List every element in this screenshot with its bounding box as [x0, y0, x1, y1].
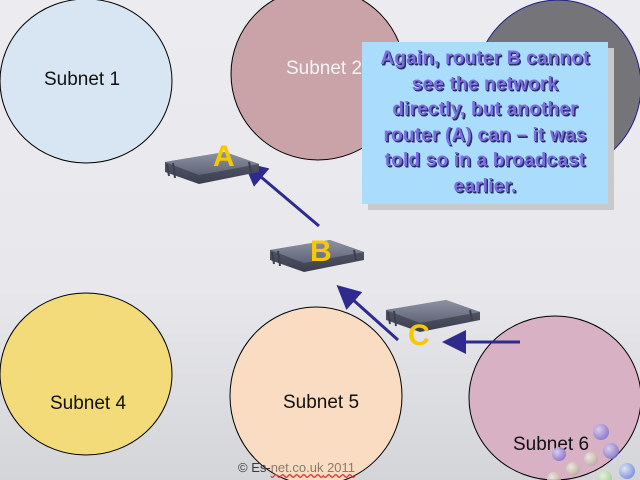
callout-line: router (A) can – it was	[383, 124, 587, 146]
callout-text: Again, router B cannot see the network d…	[362, 42, 608, 199]
arrow-c-to-b	[336, 284, 400, 342]
copyright-year: 2011	[323, 460, 356, 475]
bubble-icon	[619, 463, 635, 479]
bubble-icon	[552, 447, 566, 461]
bubble-icon	[598, 471, 612, 480]
router-icon	[386, 300, 480, 332]
router-a: A	[165, 140, 259, 184]
router-icon	[165, 152, 259, 184]
subnet-1: Subnet 1	[0, 0, 173, 164]
subnet-1-circle	[0, 0, 173, 164]
router-a-label: A	[213, 140, 235, 173]
router-b-label: B	[310, 235, 332, 268]
subnet-5: Subnet 5	[229, 306, 403, 480]
subnet-1-label: Subnet 1	[44, 69, 120, 90]
callout-box: Again, router B cannot see the network d…	[362, 42, 608, 204]
subnet-6-label: Subnet 6	[513, 434, 589, 455]
copyright-domain: net.co.uk	[270, 460, 324, 475]
copyright-footer: © Es-net.co.uk 2011	[238, 460, 355, 475]
subnet-4-circle	[0, 292, 173, 456]
bubble-icon	[593, 424, 609, 440]
router-icon	[270, 240, 364, 272]
router-c-label: C	[408, 319, 430, 352]
router-b: B	[270, 235, 364, 272]
bubble-icon	[547, 472, 561, 480]
bubble-icon	[603, 443, 619, 459]
subnet-5-label: Subnet 5	[283, 392, 359, 413]
router-c: C	[386, 300, 480, 352]
subnet-4-label: Subnet 4	[50, 393, 126, 414]
subnet-2-label: Subnet 2	[286, 58, 362, 79]
callout-line: Again, router B cannot	[380, 48, 590, 69]
callout-line: earlier.	[453, 175, 517, 197]
decorative-bubbles	[547, 424, 635, 480]
bubble-icon	[584, 452, 598, 466]
arrow-b-to-a	[243, 162, 320, 228]
bubble-icon	[566, 462, 580, 476]
subnet-5-circle	[229, 306, 403, 480]
subnet-4: Subnet 4	[0, 292, 173, 456]
copyright-prefix: © Es-	[238, 460, 271, 475]
callout-line: see the network	[411, 73, 559, 95]
callout-line: told so in a broadcast	[384, 150, 586, 171]
callout-line: directly, but another	[392, 99, 578, 120]
